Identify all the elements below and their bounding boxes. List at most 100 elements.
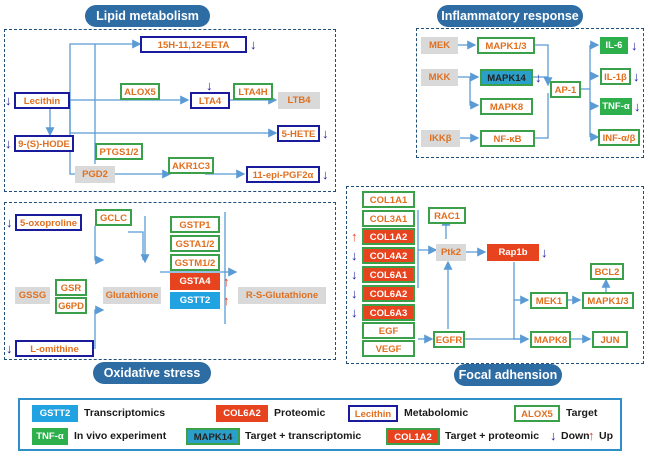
g6pd-node: G6PD: [55, 297, 87, 314]
gclc-node: GCLC: [95, 209, 132, 226]
legend-transcriptomics-label: Transcriptomics: [84, 407, 166, 419]
hete-node: 5-HETE: [277, 125, 320, 142]
rap1b-node: Rap1b: [487, 244, 539, 261]
mkk-node: MKK: [421, 69, 458, 86]
ornithine-node: L-omithine: [15, 340, 94, 357]
legend-transcriptomics-swatch: GSTT2: [32, 405, 78, 422]
egfr-node: EGFR: [433, 331, 465, 348]
mapk8-focal-node: MAPK8: [530, 331, 571, 348]
inflammatory-title: Inflammatory response: [437, 5, 583, 27]
legend-proteomic-swatch: COL6A2: [216, 405, 268, 422]
lecithin-node: Lecithin: [14, 92, 70, 109]
down-arrow: ↓: [6, 341, 13, 356]
col1a2-node: COL1A2: [362, 228, 415, 245]
pgf2a-node: 11-epi-PGF2α: [246, 166, 320, 183]
focal-panel: [346, 186, 644, 364]
gsta12-node: GSTA1/2: [170, 235, 220, 252]
down-arrow: ↓: [206, 78, 213, 93]
down-arrow: ↓: [322, 126, 329, 141]
nfkb-node: NF-κB: [480, 130, 535, 147]
gstt2-node: GSTT2: [170, 292, 220, 309]
down-arrow: ↓: [322, 167, 329, 182]
mapk8-node: MAPK8: [480, 98, 533, 115]
down-arrow: ↓: [6, 215, 13, 230]
mek1-node: MEK1: [530, 292, 568, 309]
col4a2-node: COL4A2: [362, 247, 415, 264]
focal-title: Focal adhension: [454, 364, 562, 386]
legend-metabolomic-label: Metabolomic: [404, 407, 469, 419]
gstp1-node: GSTP1: [170, 216, 220, 233]
legend-invivo-swatch: TNF-α: [32, 428, 68, 445]
ltb4-node: LTB4: [278, 92, 320, 109]
mapk13-focal-node: MAPK1/3: [582, 292, 634, 309]
down-arrow: ↓: [634, 99, 641, 114]
inflammatory-panel: [416, 28, 644, 158]
up-arrow: ↑: [223, 293, 230, 308]
legend-invivo-label: In vivo experiment: [74, 430, 167, 442]
col6a3-node: COL6A3: [362, 304, 415, 321]
jun-node: JUN: [592, 331, 628, 348]
gsta4-node: GSTA4: [170, 273, 220, 290]
rac1-node: RAC1: [428, 207, 466, 224]
akr1c3-node: AKR1C3: [168, 157, 214, 174]
legend-target-swatch: ALOX5: [514, 405, 560, 422]
mapk13-node: MAPK1/3: [477, 37, 535, 54]
ikk-node: IKKβ: [421, 130, 460, 147]
legend-down-arrow: ↓: [550, 428, 557, 443]
lipid-title: Lipid metabolism: [85, 5, 210, 27]
il6-node: IL-6: [600, 37, 628, 54]
tnfa-node: TNF-α: [600, 98, 632, 115]
legend-target-label: Target: [566, 407, 598, 419]
eeta-node: 15H-11,12-EETA: [140, 36, 247, 53]
hode-node: 9-(S)-HODE: [14, 135, 74, 152]
gssg-node: GSSG: [15, 287, 50, 304]
vegf-node: VEGF: [362, 340, 415, 357]
down-arrow: ↓: [250, 37, 257, 52]
lta4h-node: LTA4H: [233, 83, 273, 100]
bcl2-node: BCL2: [590, 263, 624, 280]
il1b-node: IL-1β: [600, 68, 631, 85]
legend-target-proteomic-label: Target + proteomic: [445, 430, 540, 442]
down-arrow: ↓: [535, 70, 542, 85]
down-arrow: ↓: [633, 69, 640, 84]
legend: GSTT2 Transcriptomics COL6A2 Proteomic L…: [18, 398, 622, 451]
ptgs-node: PTGS1/2: [95, 143, 143, 160]
down-arrow: ↓: [351, 305, 358, 320]
legend-down-label: Down: [561, 430, 590, 442]
lta4-node: LTA4: [190, 92, 230, 109]
down-arrow: ↓: [5, 93, 12, 108]
rsg-node: R-S-Glutathione: [238, 287, 326, 304]
mek-node: MEK: [421, 37, 458, 54]
legend-up-arrow: ↑: [588, 428, 595, 443]
legend-metabolomic-swatch: Lecithin: [348, 405, 398, 422]
lipid-panel: [4, 29, 336, 192]
mapk14-node: MAPK14: [480, 69, 533, 86]
legend-target-transcriptomic-label: Target + transcriptomic: [245, 430, 362, 442]
legend-target-proteomic-swatch: COL1A2: [386, 428, 440, 445]
oxidative-panel: [4, 202, 336, 360]
down-arrow: ↓: [5, 136, 12, 151]
col6a2-node: COL6A2: [362, 285, 415, 302]
col6a1-node: COL6A1: [362, 266, 415, 283]
ap1-node: AP-1: [550, 81, 581, 98]
down-arrow: ↓: [351, 286, 358, 301]
egf-node: EGF: [362, 322, 415, 339]
pgd2-node: PGD2: [75, 166, 115, 183]
up-arrow: ↑: [351, 229, 358, 244]
legend-proteomic-label: Proteomic: [274, 407, 326, 419]
up-arrow: ↑: [223, 274, 230, 289]
legend-target-transcriptomic-swatch: MAPK14: [186, 428, 240, 445]
down-arrow: ↓: [351, 248, 358, 263]
alox5-node: ALOX5: [120, 83, 160, 100]
down-arrow: ↓: [541, 245, 548, 260]
legend-up-label: Up: [599, 430, 613, 442]
down-arrow: ↓: [631, 38, 638, 53]
glutathione-node: Glutathione: [103, 287, 161, 304]
oxidative-title: Oxidative stress: [93, 362, 211, 384]
ptk2-node: Ptk2: [436, 244, 466, 261]
down-arrow: ↓: [351, 267, 358, 282]
col3a1-node: COL3A1: [362, 210, 415, 227]
gstm12-node: GSTM1/2: [170, 254, 220, 271]
gsr-node: GSR: [55, 279, 87, 296]
